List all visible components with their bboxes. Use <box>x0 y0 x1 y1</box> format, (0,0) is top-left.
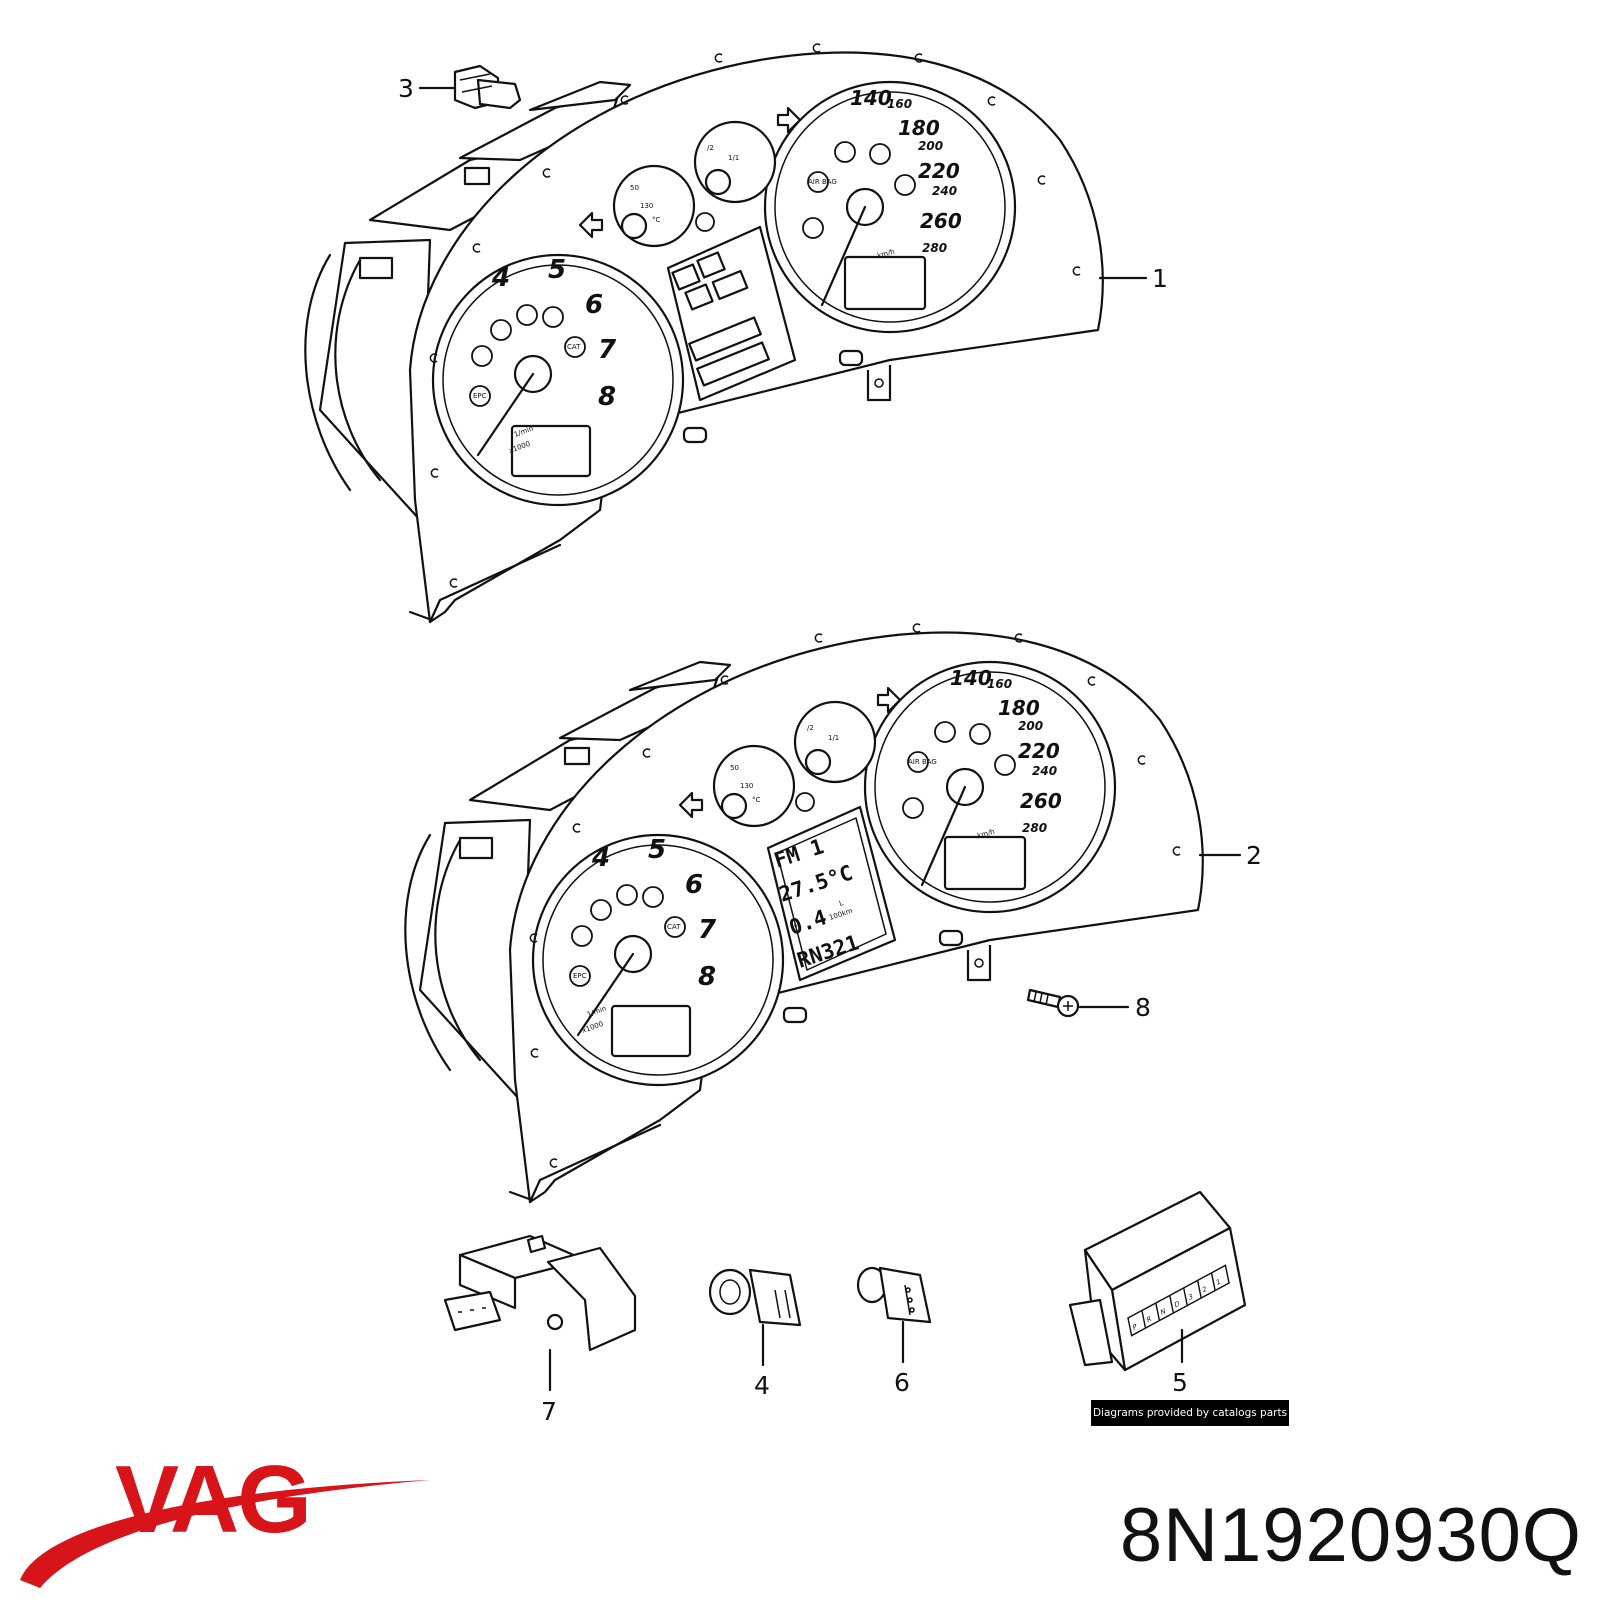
speedo-number: 140 <box>850 86 892 110</box>
cluster-2-labels: 4 5 6 7 8 1/min x1000 140 160 180 200 22… <box>573 666 1262 1035</box>
part-6-socket: 6 <box>856 1266 932 1397</box>
temp-label: 130 <box>740 782 753 790</box>
tach-number: 6 <box>585 290 603 320</box>
gear-letter: 2 <box>1202 1285 1207 1295</box>
fuel-label: /2 <box>807 724 814 732</box>
tach-number: 5 <box>648 835 666 865</box>
speedo-number: 160 <box>887 97 912 111</box>
tach-number: 8 <box>698 962 716 992</box>
speedo-number: 180 <box>898 116 940 140</box>
callout-4: 4 <box>754 1371 770 1400</box>
callout-3: 3 <box>398 74 414 103</box>
temp-label: 50 <box>630 184 639 192</box>
lcd-unit-top: L <box>838 899 844 908</box>
speedo-number: 240 <box>932 184 957 198</box>
speedo-number: 260 <box>920 209 962 233</box>
airbag-label: AIR BAG <box>908 758 937 766</box>
diagram-credit: Diagrams provided by catalogs parts <box>1091 1400 1289 1426</box>
callout-5: 5 <box>1172 1368 1188 1397</box>
speedo-number: 280 <box>922 241 947 255</box>
epc-label: EPC <box>473 392 487 400</box>
logo-text: VAG <box>115 1446 310 1553</box>
fuel-label: 1/1 <box>828 734 839 742</box>
speedo-number: 240 <box>1032 764 1057 778</box>
logo-swoosh <box>20 1480 430 1588</box>
speedo-number: 220 <box>1018 739 1060 763</box>
epc-label: EPC <box>573 972 587 980</box>
gear-letter: 3 <box>1188 1292 1193 1302</box>
speedo-number: 220 <box>918 159 960 183</box>
callout-2: 2 <box>1246 841 1262 870</box>
gear-letter: 1 <box>1216 1277 1221 1287</box>
fuel-label: 1/1 <box>728 154 739 162</box>
tach-number: 4 <box>491 263 510 293</box>
temp-label: 50 <box>730 764 739 772</box>
callout-8: 8 <box>1135 993 1151 1022</box>
callout-6: 6 <box>894 1368 910 1397</box>
part-8-screw: 8 <box>1026 988 1151 1022</box>
part-5-gear-indicator: P R N D 3 2 1 5 <box>1068 1190 1247 1397</box>
speedo-number: 200 <box>1018 719 1043 733</box>
tach-number: 5 <box>548 255 566 285</box>
gear-letter: D <box>1174 1299 1180 1309</box>
speedo-number: 280 <box>1022 821 1047 835</box>
fuel-label: /2 <box>707 144 714 152</box>
gear-letter: N <box>1160 1307 1166 1317</box>
speedo-number: 140 <box>950 666 992 690</box>
tach-number: 7 <box>598 335 617 365</box>
part-number: 8N1920930Q <box>1119 1493 1582 1578</box>
tach-number: 8 <box>598 382 616 412</box>
tach-number: 4 <box>591 843 610 873</box>
gear-letter: P <box>1132 1322 1137 1332</box>
instrument-cluster-2 <box>404 622 1204 1204</box>
speedo-number: 200 <box>918 139 943 153</box>
tach-number: 6 <box>685 870 703 900</box>
part-3-bulb-holder: 3 <box>398 64 522 110</box>
speedo-number: 160 <box>987 677 1012 691</box>
speedo-number: 180 <box>998 696 1040 720</box>
callout-7: 7 <box>541 1397 557 1426</box>
callout-1: 1 <box>1152 264 1168 293</box>
part-4-socket: 4 <box>708 1268 802 1400</box>
gear-letter: R <box>1146 1315 1152 1325</box>
vag-logo: VAG <box>20 1446 430 1588</box>
airbag-label: AIR BAG <box>808 178 837 186</box>
part-7-connector: 7 <box>443 1234 637 1426</box>
temp-label: °C <box>652 216 661 224</box>
temp-label: °C <box>752 796 761 804</box>
speedo-number: 260 <box>1020 789 1062 813</box>
tach-number: 7 <box>698 915 717 945</box>
cat-label: CAT <box>567 343 581 351</box>
cat-label: CAT <box>667 923 681 931</box>
temp-label: 130 <box>640 202 653 210</box>
instrument-cluster-1: 4 5 6 7 8 1/min x1000 140 160 180 200 22… <box>304 42 1168 624</box>
